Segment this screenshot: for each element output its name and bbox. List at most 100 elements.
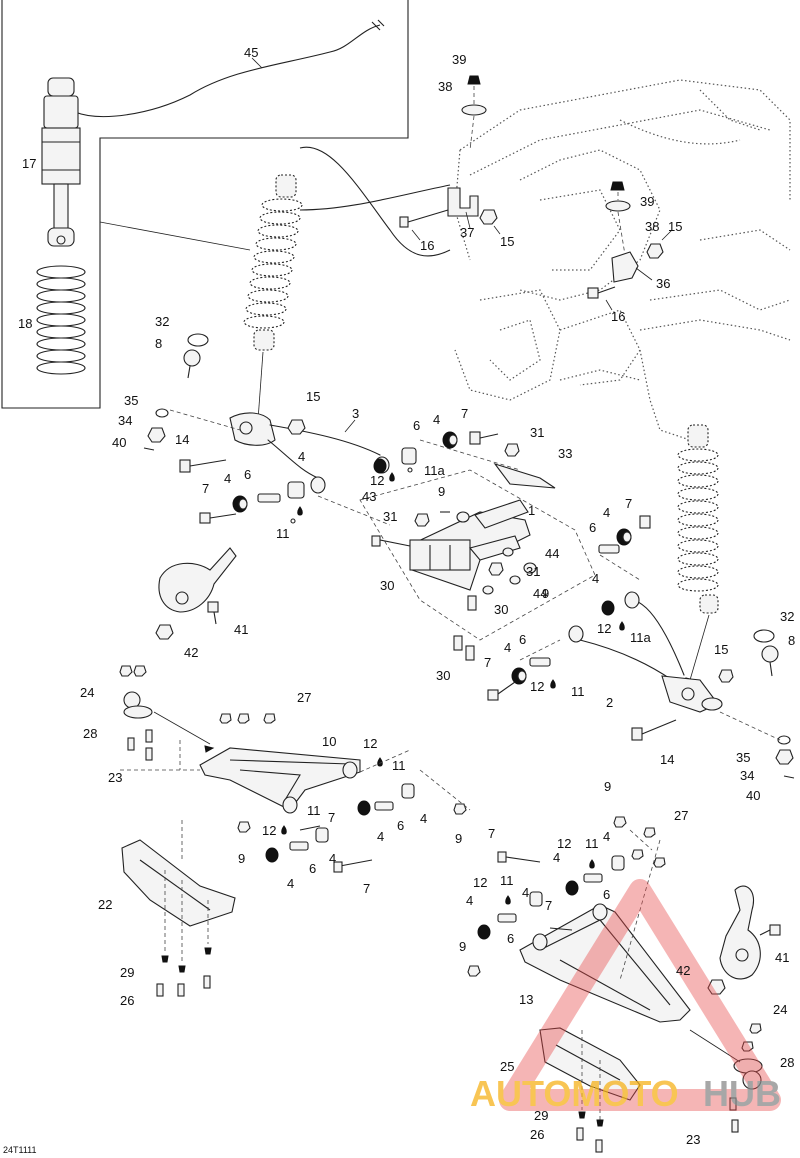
- callout-12a: 12: [370, 473, 384, 488]
- callout-9e: 9: [604, 779, 611, 794]
- callout-8b: 8: [788, 633, 795, 648]
- callout-12g: 12: [473, 875, 487, 890]
- callout-14a: 14: [175, 432, 189, 447]
- right-shock-assembly: [677, 424, 719, 690]
- callout-15b: 15: [668, 219, 682, 234]
- callout-30a: 30: [380, 578, 394, 593]
- callout-12c: 12: [530, 679, 544, 694]
- callout-9a: 9: [438, 484, 445, 499]
- callout-11a1: 11a: [424, 463, 445, 478]
- callout-4f: 4: [504, 640, 511, 655]
- callout-16a: 16: [420, 238, 434, 253]
- watermark-brand-a: AUTOMOTO: [470, 1073, 679, 1114]
- callout-16b: 16: [611, 309, 625, 324]
- callout-17: 17: [22, 156, 36, 171]
- callout-4c: 4: [224, 471, 231, 486]
- callout-38a: 38: [438, 79, 452, 94]
- callout-10: 10: [322, 734, 336, 749]
- upper-a-arm-right-2: [487, 515, 795, 779]
- callout-22: 22: [98, 897, 112, 912]
- callout-31b: 31: [383, 509, 397, 524]
- callout-6e: 6: [397, 818, 404, 833]
- callout-9d: 9: [238, 851, 245, 866]
- callout-40a: 40: [112, 435, 126, 450]
- callout-31c: 31: [526, 564, 540, 579]
- callout-37: 37: [460, 225, 474, 240]
- callout-38b: 38: [645, 219, 659, 234]
- callout-44b: 44: [533, 586, 547, 601]
- callout-7h: 7: [545, 898, 552, 913]
- callout-4h: 4: [377, 829, 384, 844]
- callout-11d: 11: [307, 803, 321, 818]
- callout-11b: 11: [571, 684, 585, 699]
- callout-7f: 7: [363, 881, 370, 896]
- callout-42a: 42: [184, 645, 198, 660]
- callout-15d: 15: [714, 642, 728, 657]
- center-bracket-1: [359, 443, 596, 661]
- callout-7g: 7: [488, 826, 495, 841]
- callout-29b: 29: [534, 1108, 548, 1123]
- skid-plate-left-22: [121, 820, 236, 997]
- callout-42b: 42: [676, 963, 690, 978]
- callout-32b: 32: [780, 609, 794, 624]
- callout-43: 43: [362, 489, 376, 504]
- callout-30c: 30: [436, 668, 450, 683]
- callout-6f: 6: [309, 861, 316, 876]
- callout-9b: 9: [542, 586, 549, 601]
- lower-a-arm-right-13: [467, 816, 763, 1133]
- callout-44a: 44: [545, 546, 559, 561]
- callout-35a: 35: [124, 393, 138, 408]
- left-shock-assembly: [243, 174, 303, 430]
- callout-4i: 4: [329, 851, 336, 866]
- callout-34a: 34: [118, 413, 132, 428]
- callout-7c: 7: [625, 496, 632, 511]
- callout-28a: 28: [83, 726, 97, 741]
- callout-23b: 23: [686, 1132, 700, 1147]
- callout-11c: 11: [392, 758, 406, 773]
- callout-24b: 24: [773, 1002, 787, 1017]
- callout-4j: 4: [603, 829, 610, 844]
- callout-4k: 4: [553, 850, 560, 865]
- callout-12f: 12: [557, 836, 571, 851]
- callout-4e: 4: [592, 571, 599, 586]
- callout-11e: 11: [585, 836, 599, 851]
- callout-27a: 27: [297, 690, 311, 705]
- callout-12d: 12: [363, 736, 377, 751]
- steering-knuckle-right: [707, 885, 781, 995]
- callout-12e: 12: [262, 823, 276, 838]
- callout-31a: 31: [530, 425, 544, 440]
- callout-9f: 9: [459, 939, 466, 954]
- callout-6c: 6: [589, 520, 596, 535]
- callout-6a: 6: [413, 418, 420, 433]
- assembly-guide-lines: [120, 439, 641, 771]
- callout-6d: 6: [519, 632, 526, 647]
- callout-11a: 11: [276, 526, 290, 541]
- skid-plate-right-25: [539, 1027, 641, 1153]
- shock-detail-inset: [1, 0, 409, 409]
- callout-6h: 6: [507, 931, 514, 946]
- callout-7e: 7: [328, 810, 335, 825]
- callout-41b: 41: [775, 950, 789, 965]
- callout-labels: 45 17 18 39 38 39 38 16 37 15 15 36 16 3…: [18, 45, 795, 1147]
- callout-24a: 24: [80, 685, 94, 700]
- callout-26a: 26: [120, 993, 134, 1008]
- callout-6b: 6: [244, 467, 251, 482]
- callout-11a2: 11a: [630, 630, 651, 645]
- callout-25: 25: [500, 1059, 514, 1074]
- callout-40b: 40: [746, 788, 760, 803]
- callout-15a: 15: [500, 234, 514, 249]
- callout-11f: 11: [500, 873, 514, 888]
- callout-39b: 39: [640, 194, 654, 209]
- callout-4g: 4: [420, 811, 427, 826]
- upper-a-arm-left-3: [143, 333, 390, 494]
- callout-28b: 28: [780, 1055, 794, 1070]
- callout-15c: 15: [306, 389, 320, 404]
- callout-6g: 6: [603, 887, 610, 902]
- callout-7b: 7: [202, 481, 209, 496]
- callout-33: 33: [558, 446, 572, 461]
- callout-3: 3: [352, 406, 359, 421]
- callout-1: 1: [528, 503, 535, 518]
- callout-27b: 27: [674, 808, 688, 823]
- lower-a-arm-left-10: [119, 665, 471, 873]
- callout-2: 2: [606, 695, 613, 710]
